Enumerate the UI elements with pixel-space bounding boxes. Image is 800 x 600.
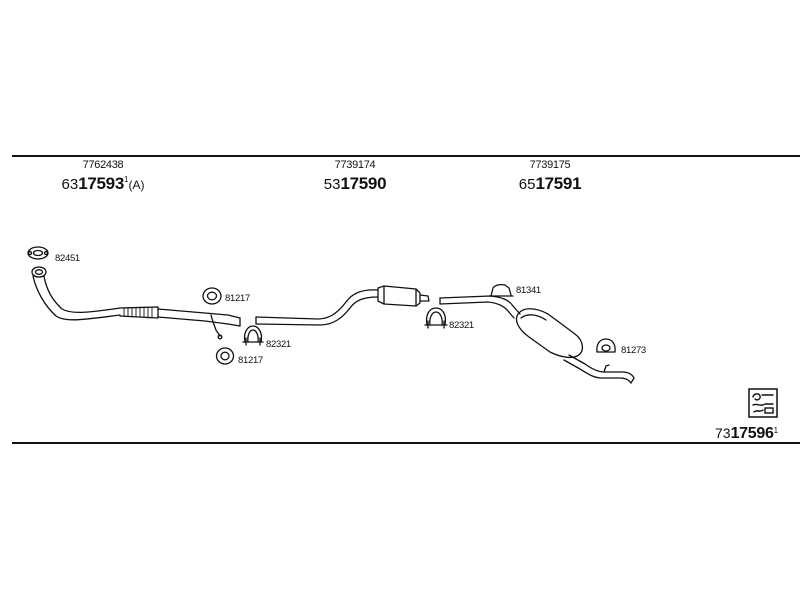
part-number: 6517591 — [518, 174, 582, 193]
middle-pipe — [255, 285, 430, 326]
oe-number: 7739175 — [529, 159, 571, 171]
callout-ring-upper: 81217 — [225, 293, 250, 304]
callout-clamp-front: 82321 — [266, 339, 291, 350]
callout-ring-rear: 81273 — [621, 345, 646, 356]
part-number-main: 17590 — [340, 174, 387, 193]
part-number-prefix: 65 — [518, 176, 536, 193]
part-number-main: 17591 — [535, 174, 582, 193]
gasket-icon — [27, 246, 49, 260]
part-number-prefix: 53 — [323, 176, 341, 193]
exhaust-kit-icon — [748, 388, 778, 418]
kit-number-prefix: 73 — [715, 425, 731, 441]
rubber-ring-icon — [215, 347, 235, 365]
kit-number-superscript: 1 — [773, 426, 779, 435]
front-pipe — [31, 266, 241, 340]
part-number-suffix: (A) — [128, 178, 145, 192]
part-number-prefix: 63 — [61, 176, 79, 193]
callout-hanger-mid: 81341 — [516, 285, 541, 296]
callout-clamp-mid: 82321 — [449, 320, 474, 331]
bottom-divider — [12, 442, 800, 444]
rubber-ring-icon — [596, 338, 616, 353]
part-number: 5317590 — [323, 174, 387, 193]
kit-number-main: 17596 — [730, 425, 774, 442]
kit-number: 73175961 — [715, 426, 778, 442]
clamp-icon — [242, 325, 264, 346]
hanger-icon — [488, 283, 514, 297]
part-number: 63175931(A) — [62, 175, 145, 193]
part-front-pipe: 7762438 63175931(A) — [38, 160, 168, 193]
top-divider — [12, 155, 800, 157]
oe-number: 7762438 — [82, 159, 124, 171]
rubber-ring-icon — [202, 287, 222, 305]
part-number-main: 17593 — [78, 174, 124, 193]
part-middle-pipe: 7739174 5317590 — [300, 160, 410, 193]
clamp-icon — [424, 307, 448, 329]
part-number-superscript: 1 — [124, 175, 129, 184]
callout-gasket-front: 82451 — [55, 253, 80, 264]
part-rear-silencer: 7739175 6517591 — [495, 160, 605, 193]
oe-number: 7739174 — [334, 159, 376, 171]
callout-ring-lower: 81217 — [238, 355, 263, 366]
